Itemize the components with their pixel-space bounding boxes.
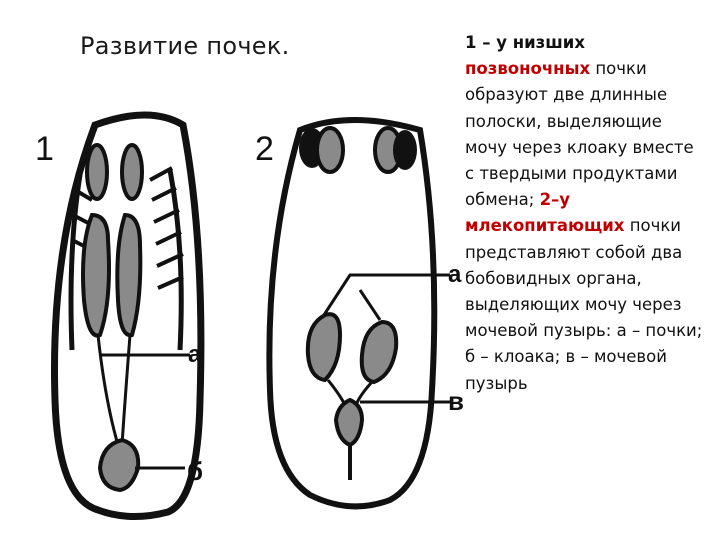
fig1-kidney-left (83, 215, 109, 336)
figure-2-mammals (269, 120, 450, 506)
fig2-number-label: 2 (255, 130, 274, 168)
fig2-top-right-dark (393, 130, 417, 170)
fig2-kidney-right (362, 322, 396, 382)
fig1-number-label: 1 (35, 130, 54, 168)
fig2-ureter-left (328, 380, 345, 405)
fig2-pointer-a (322, 275, 450, 318)
fig1-duct-right (122, 335, 130, 445)
fig2-label-a: а (448, 261, 462, 288)
fig1-label-b: б (187, 456, 203, 486)
fig1-kidney-top-left (87, 145, 107, 199)
fig2-kidney-left (308, 314, 340, 380)
fig1-kidney-right (117, 215, 140, 335)
fig2-bladder (336, 400, 362, 445)
fig2-pointer-a2 (360, 290, 380, 320)
figure-1-lower-vertebrates (55, 115, 201, 517)
fig1-label-a: а (188, 341, 202, 368)
fig1-duct-left (98, 335, 118, 445)
fig1-cloaca (100, 440, 138, 490)
fig2-top-left (317, 128, 343, 172)
fig1-kidney-top-right (122, 145, 142, 199)
fig2-label-v: в (448, 386, 464, 416)
